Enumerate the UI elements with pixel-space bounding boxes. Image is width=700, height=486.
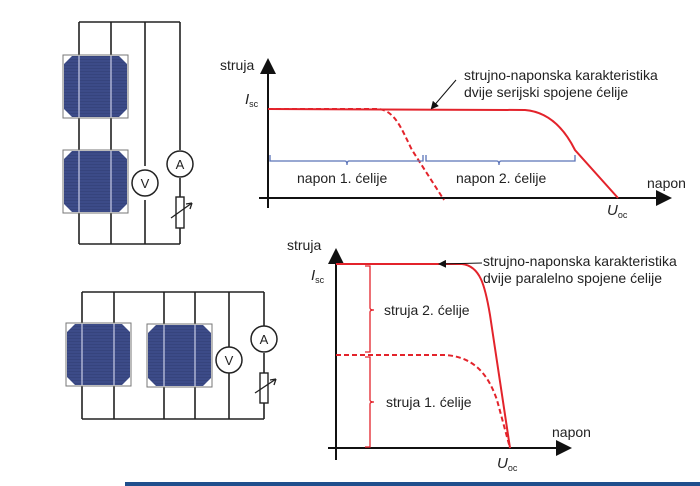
solar-cell-2 <box>146 323 213 388</box>
variable-resistor-icon <box>170 196 193 229</box>
bottom-accent-bar <box>125 482 700 486</box>
series-circuit: V A <box>62 21 194 245</box>
voltmeter-label: V <box>225 353 234 368</box>
ammeter-label: A <box>260 332 269 347</box>
y-axis-label: struja <box>287 237 321 253</box>
annotation-arrow <box>438 259 483 268</box>
single-cell-curve <box>336 354 511 449</box>
parallel-iv-chart: struja napon Isc Uoc struja 2. ćelije st… <box>287 237 677 473</box>
y-axis-label: struja <box>220 57 254 73</box>
brace1-label: struja 2. ćelije <box>384 302 470 318</box>
ammeter-icon: A <box>250 325 278 353</box>
isc-label: Isc <box>311 267 325 285</box>
voltmeter-icon: V <box>215 346 243 374</box>
solar-cell-1 <box>65 322 132 387</box>
isc-label: Isc <box>245 91 259 109</box>
brace2-label: struja 1. ćelije <box>386 394 472 410</box>
variable-resistor-icon <box>254 372 277 404</box>
uoc-label: Uoc <box>607 202 628 220</box>
solar-cell-1 <box>62 54 129 119</box>
uoc-label: Uoc <box>497 455 518 473</box>
series-cell-curve <box>267 108 619 199</box>
ammeter-icon: A <box>166 150 194 178</box>
voltmeter-icon: V <box>131 169 159 197</box>
x-axis-label: napon <box>647 175 686 191</box>
solar-cell-2 <box>62 149 129 214</box>
brace1-label: napon 1. ćelije <box>297 170 388 186</box>
voltmeter-label: V <box>141 176 150 191</box>
x-axis-label: napon <box>552 424 591 440</box>
ammeter-label: A <box>176 157 185 172</box>
parallel-cell-curve <box>336 263 511 449</box>
brace-cell2-voltage <box>425 155 576 166</box>
annotation-line1: strujno-naponska karakteristika <box>483 253 677 269</box>
parallel-circuit: V A <box>65 291 278 420</box>
annotation-line2: dvije paralelno spojene ćelije <box>483 270 662 286</box>
single-cell-curve <box>268 108 445 201</box>
annotation-arrow <box>430 79 457 110</box>
annotation-line1: strujno-naponska karakteristika <box>464 67 658 83</box>
brace-cell2-current <box>365 265 375 353</box>
series-iv-chart: struja napon Isc Uoc napon 1. ćelije nap… <box>220 57 686 220</box>
brace-cell1-voltage <box>269 155 424 166</box>
annotation-line2: dvije serijski spojene ćelije <box>464 84 628 100</box>
brace-cell1-current <box>365 356 375 448</box>
brace2-label: napon 2. ćelije <box>456 170 547 186</box>
